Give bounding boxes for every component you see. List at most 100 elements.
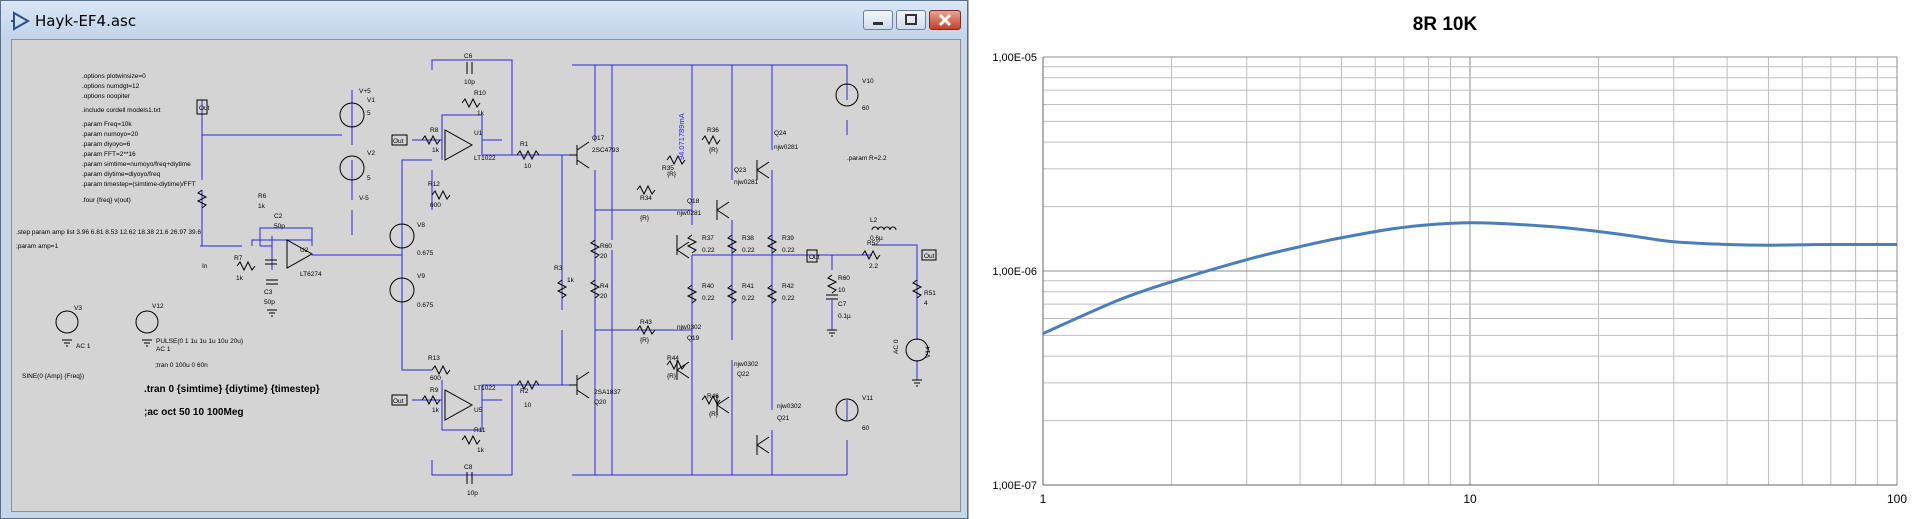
current-probe-label: 94.071789mA (677, 113, 686, 160)
source-value: 0.675 (417, 302, 434, 309)
resistor-value: 1k (236, 275, 244, 282)
opamp-label: U1 (474, 130, 483, 137)
tran2-directive: ;tran 0 100u 0 60n (155, 362, 208, 369)
supply-label: V+5 (359, 88, 371, 95)
series-line (1042, 221, 1898, 335)
capacitor-value: 0.1µ (838, 313, 851, 320)
capacitor-label: C3 (264, 289, 273, 296)
transistor-model: njw0302 (677, 324, 702, 331)
resistor-value: {R} (709, 411, 719, 418)
x-tick-label: 100 (1887, 492, 1907, 506)
minimize-button[interactable] (863, 10, 893, 30)
capacitor-label: C8 (464, 464, 473, 471)
schematic-symbols (55, 62, 937, 484)
resistor-value: 10 (524, 402, 532, 409)
resistor-label: R39 (782, 235, 794, 242)
resistor-value: {R} (667, 373, 677, 380)
resistor-label: R42 (782, 283, 794, 290)
resistor-label: R34 (640, 195, 652, 202)
directive-line: .param FFT=2**16 (82, 151, 136, 158)
source-label: V12 (152, 303, 164, 310)
resistor-value: 1k (432, 407, 440, 414)
resistor-value: 20 (600, 293, 608, 300)
resistor-label: R40 (702, 283, 714, 290)
resistor-value: 1k (258, 203, 266, 210)
resistor-value: 0.22 (742, 295, 755, 302)
source-value: 5 (367, 110, 371, 117)
resistor-label: R35 (662, 165, 674, 172)
source-value: 60 (862, 425, 870, 432)
opamp-model: LT6274 (300, 271, 322, 278)
window-titlebar[interactable]: Hayk-EF4.asc (1, 1, 967, 39)
net-out-label: Out (199, 105, 210, 112)
resistor-label: R36 (707, 127, 719, 134)
component-labels: In Out Out Out Out Out V1 5 V2 5 V8 0.67… (74, 53, 936, 497)
resistor-label: R9 (430, 387, 439, 394)
resistor-label: R37 (702, 235, 714, 242)
minimize-icon (873, 22, 883, 25)
transistor-label: Q20 (594, 399, 607, 406)
directive-line: .param diytime=diyoyo/freq (82, 171, 161, 178)
directive-line: .param numoyo=20 (82, 131, 139, 138)
maximize-icon (905, 14, 917, 25)
close-button[interactable] (929, 10, 961, 30)
schematic-canvas[interactable]: .options plotwinsize=0 .options numdgt=1… (11, 39, 961, 512)
ltspice-app-icon (11, 11, 31, 31)
resistor-label: R11 (474, 427, 486, 434)
chart-title: 8R 10K (1412, 14, 1478, 35)
capacitor-label: C7 (838, 301, 847, 308)
transistor-model: njw0281 (677, 210, 702, 217)
net-out-label: Out (393, 398, 404, 405)
source-label: V11 (862, 395, 873, 402)
net-in-label: In (202, 263, 208, 270)
resistor-label: R4 (600, 283, 609, 290)
spice-directives: .options plotwinsize=0 .options numdgt=1… (16, 73, 900, 418)
resistor-label: R3 (554, 265, 563, 272)
ac1b-label: AC 1 (156, 346, 171, 353)
resistor-label: R44 (667, 355, 679, 362)
resistor-label: R8 (430, 127, 439, 134)
resistor-value: 20 (600, 253, 608, 260)
resistor-value: 1k (477, 447, 485, 454)
source-label: V10 (862, 78, 874, 85)
transistor-label: Q23 (734, 167, 747, 174)
maximize-button[interactable] (896, 10, 926, 30)
schematic-wires (200, 59, 918, 476)
source-label: V3 (74, 305, 82, 312)
net-out-label: Out (924, 253, 935, 260)
transistor-label: Q18 (687, 198, 700, 205)
transistor-model: njw0281 (774, 144, 799, 151)
resistor-value: 600 (430, 375, 441, 382)
capacitor-value: 50p (264, 299, 275, 306)
inductor-value: 0.6µ (870, 235, 883, 242)
transistor-model: 2SC4793 (592, 147, 619, 154)
resistor-value: 0.22 (702, 247, 715, 254)
resistor-value: 600 (430, 202, 441, 209)
capacitor-value: 10p (467, 490, 478, 497)
window-title: Hayk-EF4.asc (35, 12, 137, 30)
capacitor-value: 50p (274, 223, 285, 230)
source-label: V1 (367, 97, 375, 104)
transistor-label: Q19 (687, 335, 700, 342)
resistor-value: 1k (477, 110, 485, 117)
close-icon (938, 13, 952, 27)
chart-grid (1042, 56, 1898, 486)
opamp-label: U5 (474, 407, 483, 414)
param-r-directive: .param R=2.2 (847, 155, 887, 162)
directive-line: .param diyoyo=6 (82, 141, 131, 148)
directive-line: .param Freq=10k (82, 121, 132, 128)
source-label: V2 (367, 150, 375, 157)
resistor-label: R51 (924, 290, 936, 297)
directive-line: .param simtime=numoyo/freq+diytime (82, 161, 191, 168)
opamp-model: LT1022 (474, 155, 496, 162)
ac0-label: AC 0 (893, 339, 900, 354)
resistor-value: {R} (640, 215, 650, 222)
directive-line: .include cordell models1.txt (82, 107, 161, 114)
x-tick-label: 10 (1463, 492, 1477, 506)
resistor-label: R7 (234, 255, 243, 262)
y-tick-label: 1,00E-05 (992, 52, 1037, 64)
net-out-label: Out (809, 254, 820, 261)
net-out-label: Out (393, 138, 404, 145)
resistor-value: 10 (524, 163, 532, 170)
